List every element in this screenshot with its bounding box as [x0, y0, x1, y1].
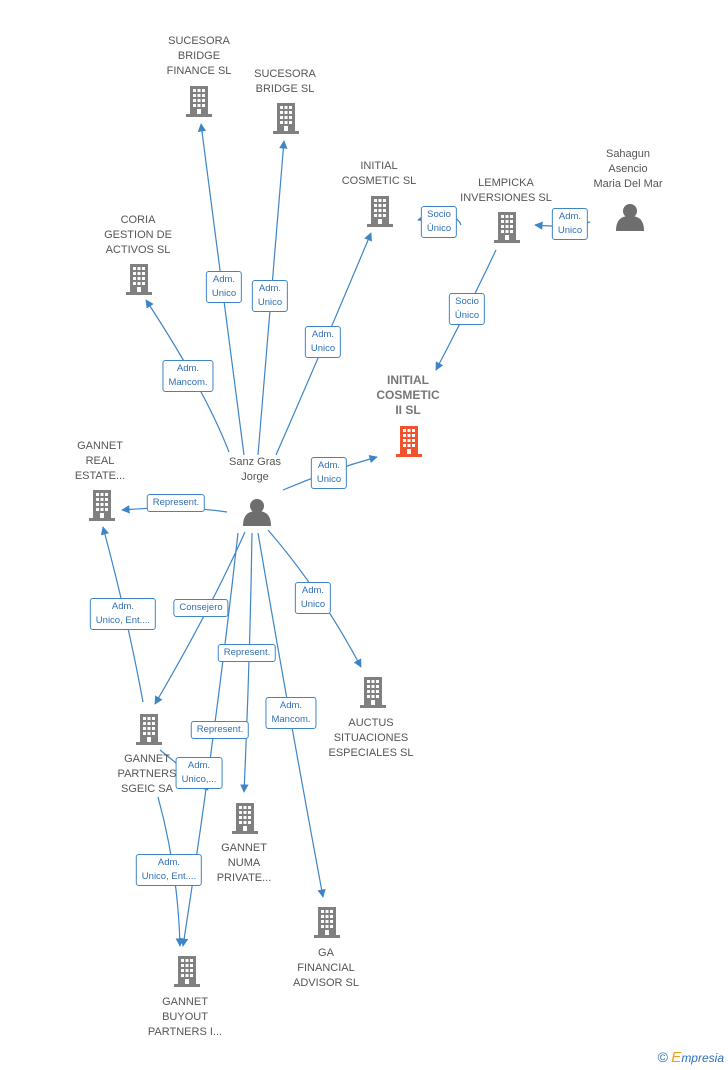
relationship-label[interactable]: Adm. Unico,...: [175, 757, 223, 789]
edge-sanz_gras-to-gannet_partners: [154, 531, 246, 705]
edge-sanz_gras-to-gannet_buyout: [180, 532, 239, 947]
relationship-label[interactable]: Socio Único: [448, 293, 486, 325]
building-icon[interactable]: [136, 714, 162, 745]
building-icon[interactable]: [186, 86, 212, 117]
node-label-ga-financial[interactable]: GA FINANCIAL ADVISOR SL: [292, 947, 360, 989]
building-icon[interactable]: [360, 677, 386, 708]
building-icon[interactable]: [273, 103, 299, 134]
node-label-sahagun[interactable]: Sahagun Asencio Maria Del Mar: [593, 148, 663, 190]
node-label-coria[interactable]: CORIA GESTION DE ACTIVOS SL: [104, 214, 172, 256]
edge-sanz_gras-to-sucesora_bridge_finance: [197, 123, 245, 456]
building-icon[interactable]: [232, 803, 258, 834]
relationship-label[interactable]: Adm. Unico: [310, 457, 348, 489]
node-label-gannet-numa[interactable]: GANNET NUMA PRIVATE...: [216, 842, 272, 884]
relationship-label[interactable]: Adm. Unico, Ent....: [135, 854, 203, 886]
relationship-label[interactable]: Adm. Unico: [251, 280, 289, 312]
relationship-label[interactable]: Adm. Unico: [294, 582, 332, 614]
relationship-label[interactable]: Socio Único: [420, 206, 458, 238]
brand-name: mpresia: [681, 1051, 724, 1065]
copyright-symbol: ©: [657, 1049, 668, 1065]
node-label-sanz-gras[interactable]: Sanz Gras Jorge: [229, 456, 281, 483]
building-icon[interactable]: [89, 490, 115, 521]
empresia-logo: © Empresia: [658, 1049, 724, 1066]
relationship-label[interactable]: Adm. Unico: [551, 208, 589, 240]
node-label-auctus[interactable]: AUCTUS SITUACIONES ESPECIALES SL: [328, 717, 414, 759]
building-icon[interactable]: [126, 264, 152, 295]
node-label-lempicka[interactable]: LEMPICKA INVERSIONES SL: [460, 177, 552, 204]
edge-sanz_gras-to-sucesora_bridge: [257, 140, 288, 456]
relationship-label[interactable]: Represent.: [217, 644, 277, 662]
node-label-gannet-partners[interactable]: GANNET PARTNERS SGEIC SA: [117, 753, 177, 795]
node-label-gannet-real-estate[interactable]: GANNET REAL ESTATE...: [74, 440, 126, 482]
brand-e: E: [671, 1049, 682, 1066]
building-icon[interactable]: [174, 956, 200, 987]
node-label-gannet-buyout[interactable]: GANNET BUYOUT PARTNERS I...: [147, 996, 223, 1038]
relationship-label[interactable]: Adm. Mancom.: [162, 360, 214, 392]
node-label-sucesora-bridge-finance[interactable]: SUCESORA BRIDGE FINANCE SL: [166, 35, 232, 77]
node-label-initial-cosmetic[interactable]: INITIAL COSMETIC SL: [341, 160, 417, 187]
node-label-sucesora-bridge[interactable]: SUCESORA BRIDGE SL: [254, 68, 316, 95]
person-icon[interactable]: [616, 204, 644, 231]
relationship-label[interactable]: Adm. Mancom.: [265, 697, 317, 729]
relationship-label[interactable]: Represent.: [190, 721, 250, 739]
building-icon[interactable]: [367, 196, 393, 227]
person-icon[interactable]: [243, 499, 271, 526]
node-label-initial-cosmetic-ii[interactable]: INITIAL COSMETIC II SL: [376, 373, 440, 417]
relationship-label[interactable]: Consejero: [173, 599, 229, 617]
relationship-label[interactable]: Adm. Unico, Ent....: [89, 598, 157, 630]
building-icon[interactable]: [314, 907, 340, 938]
edge-sanz_gras-to-gannet_numa: [240, 532, 253, 793]
building-icon[interactable]: [396, 426, 422, 457]
building-icon[interactable]: [494, 212, 520, 243]
relationship-label[interactable]: Represent.: [146, 494, 206, 512]
relationship-label[interactable]: Adm. Unico: [205, 271, 243, 303]
relationship-label[interactable]: Adm. Unico: [304, 326, 342, 358]
